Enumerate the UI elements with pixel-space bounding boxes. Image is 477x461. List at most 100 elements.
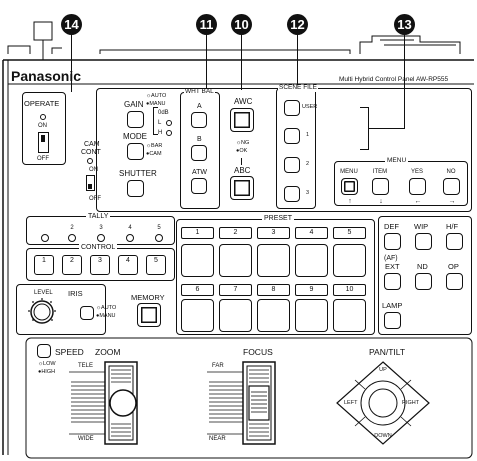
preset-9-button[interactable]: 9 [295,284,328,296]
menu-title: MENU [385,157,409,165]
preset-8-pad[interactable] [257,299,290,332]
gain-auto-label: ☼AUTO [146,93,167,99]
operate-switch-knob [41,135,45,142]
menu-menu-button[interactable] [341,178,358,195]
callout-13-vline [368,107,369,149]
awc-ng-label: ☼NG [236,140,250,146]
abc-label: ABC [234,166,251,175]
preset-2-button[interactable]: 2 [219,227,252,239]
operate-off-label: OFF [37,156,49,162]
menu-no-button[interactable] [443,178,460,195]
preset-1-pad[interactable] [181,244,214,277]
callout-13-hline3 [360,149,369,150]
tally-4-label: 4 [128,225,132,231]
control-3-button[interactable]: 3 [90,255,110,275]
menu-up-arrow: ↑ [348,198,352,205]
preset-3-pad[interactable] [257,244,290,277]
scenefile-user-button[interactable] [284,100,300,116]
nd-label: ND [417,262,428,271]
pantilt-right-label: RIGHT [402,400,420,406]
preset-5-pad[interactable] [333,244,366,277]
ext-button[interactable] [384,273,401,290]
operate-switch[interactable] [38,132,49,153]
gain-0db-label: 0dB [158,110,169,116]
focus-rocker[interactable] [205,360,281,446]
abc-button[interactable] [230,176,254,200]
tally-3-led [97,234,105,242]
operate-title: OPERATE [24,99,60,108]
callout-11: 11 [196,14,217,35]
op-button[interactable] [446,273,463,290]
speed-button[interactable] [37,344,51,358]
pantilt-down-label: DOWN [374,433,392,439]
preset-1-button[interactable]: 1 [181,227,214,239]
scenefile-user-label: USER [302,104,318,110]
iris-label: IRIS [68,289,83,298]
preset-2-pad[interactable] [219,244,252,277]
preset-6-pad[interactable] [181,299,214,332]
iris-auto-button[interactable] [80,306,94,320]
preset-10-button[interactable]: 10 [333,284,366,296]
mode-label: MODE [123,132,147,141]
wip-button[interactable] [415,233,432,250]
menu-yes-label: YES [410,169,423,175]
awc-button[interactable] [230,108,254,132]
whtbal-b-button[interactable] [191,145,207,161]
def-button[interactable] [384,233,401,250]
gain-h-label: H [158,130,163,136]
iris-level-knob[interactable] [27,297,57,327]
scenefile-3-button[interactable] [284,186,300,202]
tally-5-label: 5 [157,225,161,231]
focus-label: FOCUS [243,347,273,357]
control-2-button[interactable]: 2 [62,255,82,275]
callout-12: 12 [287,14,308,35]
shutter-button[interactable] [127,180,144,197]
menu-item-button[interactable] [372,178,389,195]
preset-7-pad[interactable] [219,299,252,332]
af-label: (AF) [384,255,398,262]
camcont-title-2: CONT [81,149,101,156]
pantilt-joystick[interactable] [335,360,431,446]
preset-7-button[interactable]: 7 [219,284,252,296]
zoom-rocker[interactable] [67,360,163,446]
control-1-button[interactable]: 1 [34,255,54,275]
menu-item-label: ITEM [372,169,388,175]
speed-low-label: ☼LOW [38,361,56,367]
memory-button[interactable] [137,303,161,327]
whtbal-atw-button[interactable] [191,178,207,194]
hf-button[interactable] [446,233,463,250]
def-label: DEF [384,222,399,231]
menu-yes-button[interactable] [409,178,426,195]
scenefile-2-button[interactable] [284,157,300,173]
gain-button[interactable] [127,111,144,128]
preset-4-pad[interactable] [295,244,328,277]
preset-6-button[interactable]: 6 [181,284,214,296]
preset-10-pad[interactable] [333,299,366,332]
operate-led [40,114,46,120]
preset-8-button[interactable]: 8 [257,284,290,296]
preset-3-button[interactable]: 3 [257,227,290,239]
whtbal-title: WHT BAL [184,88,215,96]
lamp-label: LAMP [382,301,403,310]
preset-5-button[interactable]: 5 [333,227,366,239]
callout-14-line [71,35,72,92]
callout-11-line [206,35,207,90]
control-5-button[interactable]: 5 [146,255,166,275]
camcont-led [87,158,93,164]
camcont-switch[interactable] [86,175,95,191]
preset-4-button[interactable]: 4 [295,227,328,239]
mode-button[interactable] [127,143,144,160]
tally-3-label: 3 [99,225,103,231]
speed-label: SPEED [55,347,84,357]
zoom-label: ZOOM [95,347,121,357]
camcont-switch-knob [88,184,92,189]
whtbal-a-button[interactable] [191,112,207,128]
scenefile-1-button[interactable] [284,128,300,144]
gain-l-led [166,120,172,126]
lamp-button[interactable] [384,312,401,329]
gain-label: GAIN [124,100,144,109]
nd-button[interactable] [415,273,432,290]
control-4-button[interactable]: 4 [118,255,138,275]
memory-label: MEMORY [131,293,165,302]
preset-9-pad[interactable] [295,299,328,332]
